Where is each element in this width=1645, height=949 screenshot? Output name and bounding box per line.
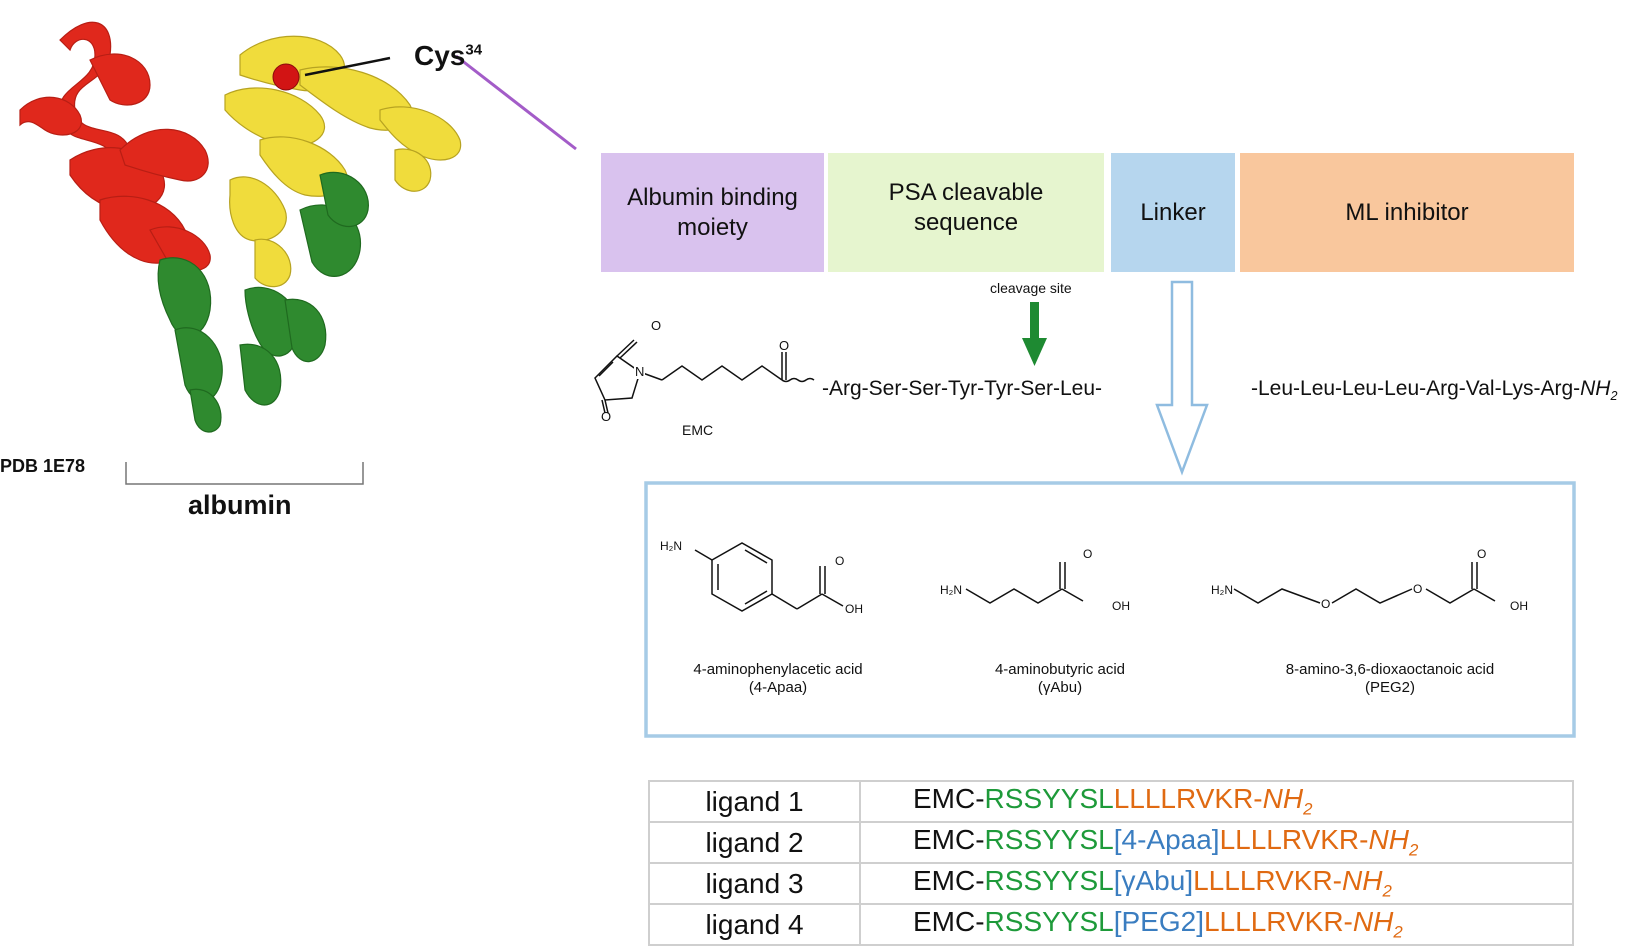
- ligand-terminus: NH: [1368, 824, 1409, 856]
- inhibitor-terminus: NH: [1580, 377, 1611, 400]
- cys34-pointer-line: [304, 56, 391, 77]
- ligand-name-cell: ligand 2: [648, 821, 861, 864]
- ligand-name-cell: ligand 4: [648, 903, 861, 946]
- apaa-name: 4-aminophenylacetic acid: [693, 661, 863, 678]
- peg2-caption: 8-amino-3,6-dioxaoctanoic acid (PEG2): [1240, 661, 1540, 697]
- ligand-sequence-cell: EMC-RSSYYSL[γAbu]LLLLRVKR-NH2: [859, 862, 1574, 905]
- cys-to-construct-connector: [455, 54, 577, 151]
- albumin-domain3-ribbon: [157, 171, 369, 433]
- gabu-carbonyl-o: O: [1083, 547, 1093, 561]
- emc-oxygen-1: O: [651, 318, 662, 333]
- ligand-psa-segment: RSSYYSL: [984, 783, 1114, 815]
- peg2-name: 8-amino-3,6-dioxaoctanoic acid: [1285, 661, 1495, 678]
- albumin-label: albumin: [188, 490, 292, 520]
- peg2-ether-o-1: O: [1321, 597, 1331, 611]
- albumin-binding-moiety-block: Albumin binding moiety: [601, 153, 824, 272]
- cys-superscript: 34: [465, 41, 483, 59]
- table-row: ligand 3 EMC-RSSYYSL[γAbu]LLLLRVKR-NH2: [648, 862, 1574, 905]
- albumin-domain1-ribbon: [19, 21, 211, 272]
- ligand-inhibitor-segment: LLLLRVKR-: [1113, 783, 1263, 815]
- gabu-nh2: H₂N: [940, 583, 962, 597]
- ligand-psa-segment: RSSYYSL: [984, 865, 1114, 897]
- cys34-label: Cys34: [414, 40, 482, 72]
- linker-structures-box: [644, 481, 1576, 738]
- peg2-oh: OH: [1510, 599, 1528, 613]
- ml-inhibitor-label: ML inhibitor: [1345, 198, 1469, 226]
- peg2-structure: [1233, 562, 1496, 604]
- inhibitor-terminus-subscript: 2: [1610, 389, 1618, 404]
- linker-down-arrow: [1155, 280, 1209, 476]
- inhibitor-peptide-text: -Leu-Leu-Leu-Leu-Arg-Val-Lys-Arg-: [1251, 377, 1581, 400]
- psa-cleavable-sequence-label: PSA cleavable sequence: [888, 178, 1044, 236]
- gabu-caption: 4-aminobutyric acid (γAbu): [950, 661, 1170, 697]
- gabu-abbr: (γAbu): [1037, 679, 1083, 696]
- ligand-sequence-cell: EMC-RSSYYSL[PEG2]LLLLRVKR-NH2: [859, 903, 1574, 946]
- apaa-oh: OH: [845, 602, 863, 616]
- peg2-carbonyl-o: O: [1477, 547, 1487, 561]
- psa-cleavable-sequence-block: PSA cleavable sequence: [828, 153, 1104, 272]
- peg2-ether-o-2: O: [1413, 582, 1423, 596]
- ligand-terminus-subscript: 2: [1393, 922, 1403, 942]
- ligand-inhibitor-segment: LLLLRVKR-: [1193, 865, 1343, 897]
- psa-peptide-sequence: -Arg-Ser-Ser-Tyr-Tyr-Ser-Leu-: [822, 377, 1103, 400]
- ligand-name-cell: ligand 1: [648, 780, 861, 823]
- cys-label-text: Cys: [414, 40, 466, 71]
- ligand-prefix: EMC-: [913, 906, 985, 938]
- ligand-linker-segment: [γAbu]: [1113, 865, 1194, 897]
- ligand-linker-segment: [4-Apaa]: [1113, 824, 1220, 856]
- ml-inhibitor-block: ML inhibitor: [1240, 153, 1574, 272]
- pdb-label: PDB 1E78: [0, 456, 86, 476]
- ligand-prefix: EMC-: [913, 824, 985, 856]
- ligand-psa-segment: RSSYYSL: [984, 824, 1114, 856]
- apaa-nh2: H₂N: [660, 539, 682, 553]
- albumin-bracket: [125, 462, 364, 485]
- cleavage-arrow: [1022, 302, 1047, 366]
- emc-carbonyl-oxygen: O: [779, 338, 790, 353]
- ligand-name-cell: ligand 3: [648, 862, 861, 905]
- ligand-terminus-subscript: 2: [1382, 881, 1392, 901]
- ligand-terminus-subscript: 2: [1303, 799, 1313, 819]
- ligand-linker-segment: [PEG2]: [1113, 906, 1204, 938]
- ligand-prefix: EMC-: [913, 783, 985, 815]
- albumin-binding-moiety-label: Albumin binding moiety: [627, 183, 798, 241]
- peg2-abbr: (PEG2): [1364, 679, 1415, 696]
- table-row: ligand 4 EMC-RSSYYSL[PEG2]LLLLRVKR-NH2: [648, 903, 1574, 946]
- table-row: ligand 1 EMC-RSSYYSLLLLLRVKR-NH2: [648, 780, 1574, 823]
- ligand-prefix: EMC-: [913, 865, 985, 897]
- apaa-abbr: (4-Apaa): [748, 679, 808, 696]
- ligand-inhibitor-segment: LLLLRVKR-: [1203, 906, 1353, 938]
- linker-block: Linker: [1111, 153, 1235, 272]
- ligand-terminus: NH: [1262, 783, 1304, 815]
- emc-label: EMC: [682, 422, 714, 438]
- gabu-structure: [965, 562, 1084, 604]
- ligand-sequence-cell: EMC-RSSYYSL[4-Apaa]LLLLRVKR-NH2: [859, 821, 1574, 864]
- apaa-carbonyl-o: O: [835, 554, 845, 568]
- ligand-psa-segment: RSSYYSL: [984, 906, 1114, 938]
- gabu-oh: OH: [1112, 599, 1130, 613]
- ligands-table: ligand 1 EMC-RSSYYSLLLLLRVKR-NH2 ligand …: [648, 780, 1574, 946]
- inhibitor-peptide-sequence: -Leu-Leu-Leu-Leu-Arg-Val-Lys-Arg-NH2: [1251, 377, 1618, 403]
- ligand-terminus-subscript: 2: [1408, 840, 1419, 860]
- ligand-sequence-cell: EMC-RSSYYSLLLLLRVKR-NH2: [859, 780, 1574, 823]
- ligand-inhibitor-segment: LLLLRVKR-: [1219, 824, 1369, 856]
- gabu-name: 4-aminobutyric acid: [994, 661, 1126, 678]
- apaa-structure: [694, 542, 844, 612]
- apaa-caption: 4-aminophenylacetic acid (4-Apaa): [660, 661, 896, 697]
- emc-nitrogen: N: [634, 364, 646, 379]
- table-row: ligand 2 EMC-RSSYYSL[4-Apaa]LLLLRVKR-NH2: [648, 821, 1574, 864]
- ligand-terminus: NH: [1352, 906, 1394, 938]
- peg2-nh2: H₂N: [1211, 583, 1233, 597]
- ligand-terminus: NH: [1342, 865, 1383, 897]
- linker-label: Linker: [1140, 198, 1206, 226]
- cys34-sphere: [272, 63, 300, 91]
- emc-oxygen-2: O: [601, 409, 612, 424]
- cleavage-site-label: cleavage site: [990, 280, 1072, 296]
